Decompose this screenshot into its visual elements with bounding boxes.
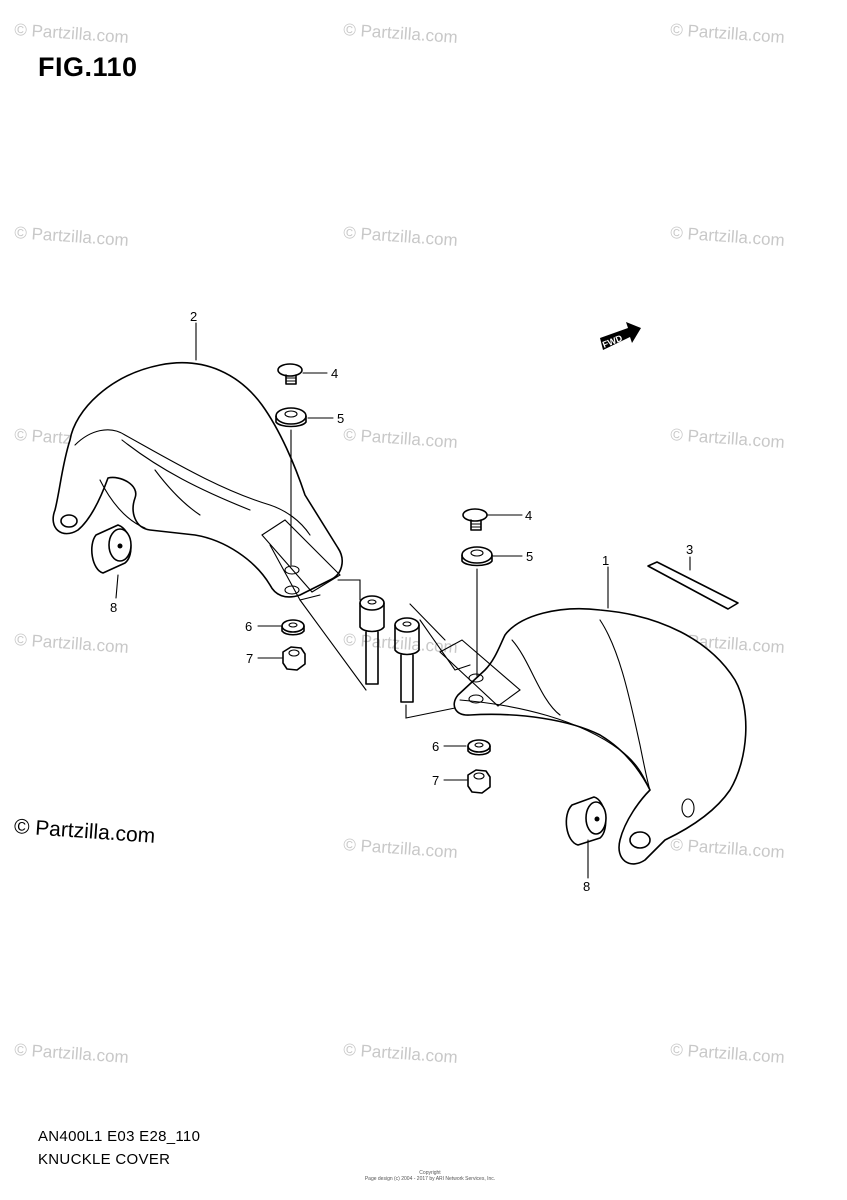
- section-name: KNUCKLE COVER: [38, 1151, 171, 1168]
- copyright-line-2: Page design (c) 2004 - 2017 by ARI Netwo…: [364, 1176, 496, 1182]
- sticker-part-3: [647, 561, 739, 610]
- callout-5-left: 5: [337, 411, 344, 426]
- callout-2: 2: [190, 309, 197, 324]
- callout-leaders: [115, 322, 691, 879]
- watermark: © Partzilla.com: [14, 20, 130, 47]
- bolt-middle-2: [394, 617, 420, 703]
- watermark: © Partzilla.com: [14, 630, 130, 657]
- callout-7-left: 7: [246, 651, 253, 666]
- watermark: © Partzilla.com: [14, 1040, 130, 1067]
- callout-4-right: 4: [525, 508, 532, 523]
- rubber-bushing-right: [565, 796, 607, 846]
- nut-left: [282, 646, 306, 671]
- callout-1: 1: [602, 553, 609, 568]
- screw-right: [462, 508, 488, 531]
- callout-7-right: 7: [432, 773, 439, 788]
- washer-left: [275, 407, 307, 428]
- fwd-label: FWD: [601, 333, 624, 350]
- watermark: © Partzilla.com: [343, 835, 459, 862]
- lock-washer-right: [467, 739, 491, 756]
- model-code: AN400L1 E03 E28_110: [38, 1128, 201, 1145]
- watermark: © Partzilla.com: [14, 223, 130, 250]
- callout-6-left: 6: [245, 619, 252, 634]
- watermark: © Partzilla.com: [670, 223, 786, 250]
- copyright-notice: Copyright Page design (c) 2004 - 2017 by…: [360, 1170, 500, 1182]
- callout-8-right: 8: [583, 879, 590, 894]
- watermark: © Partzilla.com: [670, 425, 786, 452]
- washer-right: [461, 546, 493, 567]
- lock-washer-left: [281, 619, 305, 636]
- watermark: © Partzilla.com: [343, 425, 459, 452]
- copyright-line-1: Copyright: [419, 1170, 441, 1176]
- watermark: © Partzilla.com: [343, 223, 459, 250]
- watermark: © Partzilla.com: [670, 835, 786, 862]
- rubber-bushing-left: [91, 524, 132, 574]
- bolt-middle-1: [359, 595, 385, 685]
- screw-left: [277, 363, 303, 385]
- knuckle-cover-left-part-2: [52, 361, 343, 601]
- fwd-arrow-icon: FWD: [600, 322, 641, 350]
- callout-3: 3: [686, 542, 693, 557]
- watermark: © Partzilla.com: [343, 20, 459, 47]
- watermark: © Partzilla.com: [343, 1040, 459, 1067]
- knuckle-cover-right-part-1: [419, 607, 747, 865]
- figure-title: FIG.110: [38, 52, 138, 82]
- callout-5-right: 5: [526, 549, 533, 564]
- callout-4-left: 4: [331, 366, 338, 381]
- callout-6-right: 6: [432, 739, 439, 754]
- watermark: © Partzilla.com: [670, 20, 786, 47]
- callout-8-left: 8: [110, 600, 117, 615]
- watermark: © Partzilla.com: [670, 1040, 786, 1067]
- callout-numbers: 2 4 5 8 6 7 4 5 1 3 6 7 8: [110, 309, 693, 894]
- nut-right: [467, 769, 491, 794]
